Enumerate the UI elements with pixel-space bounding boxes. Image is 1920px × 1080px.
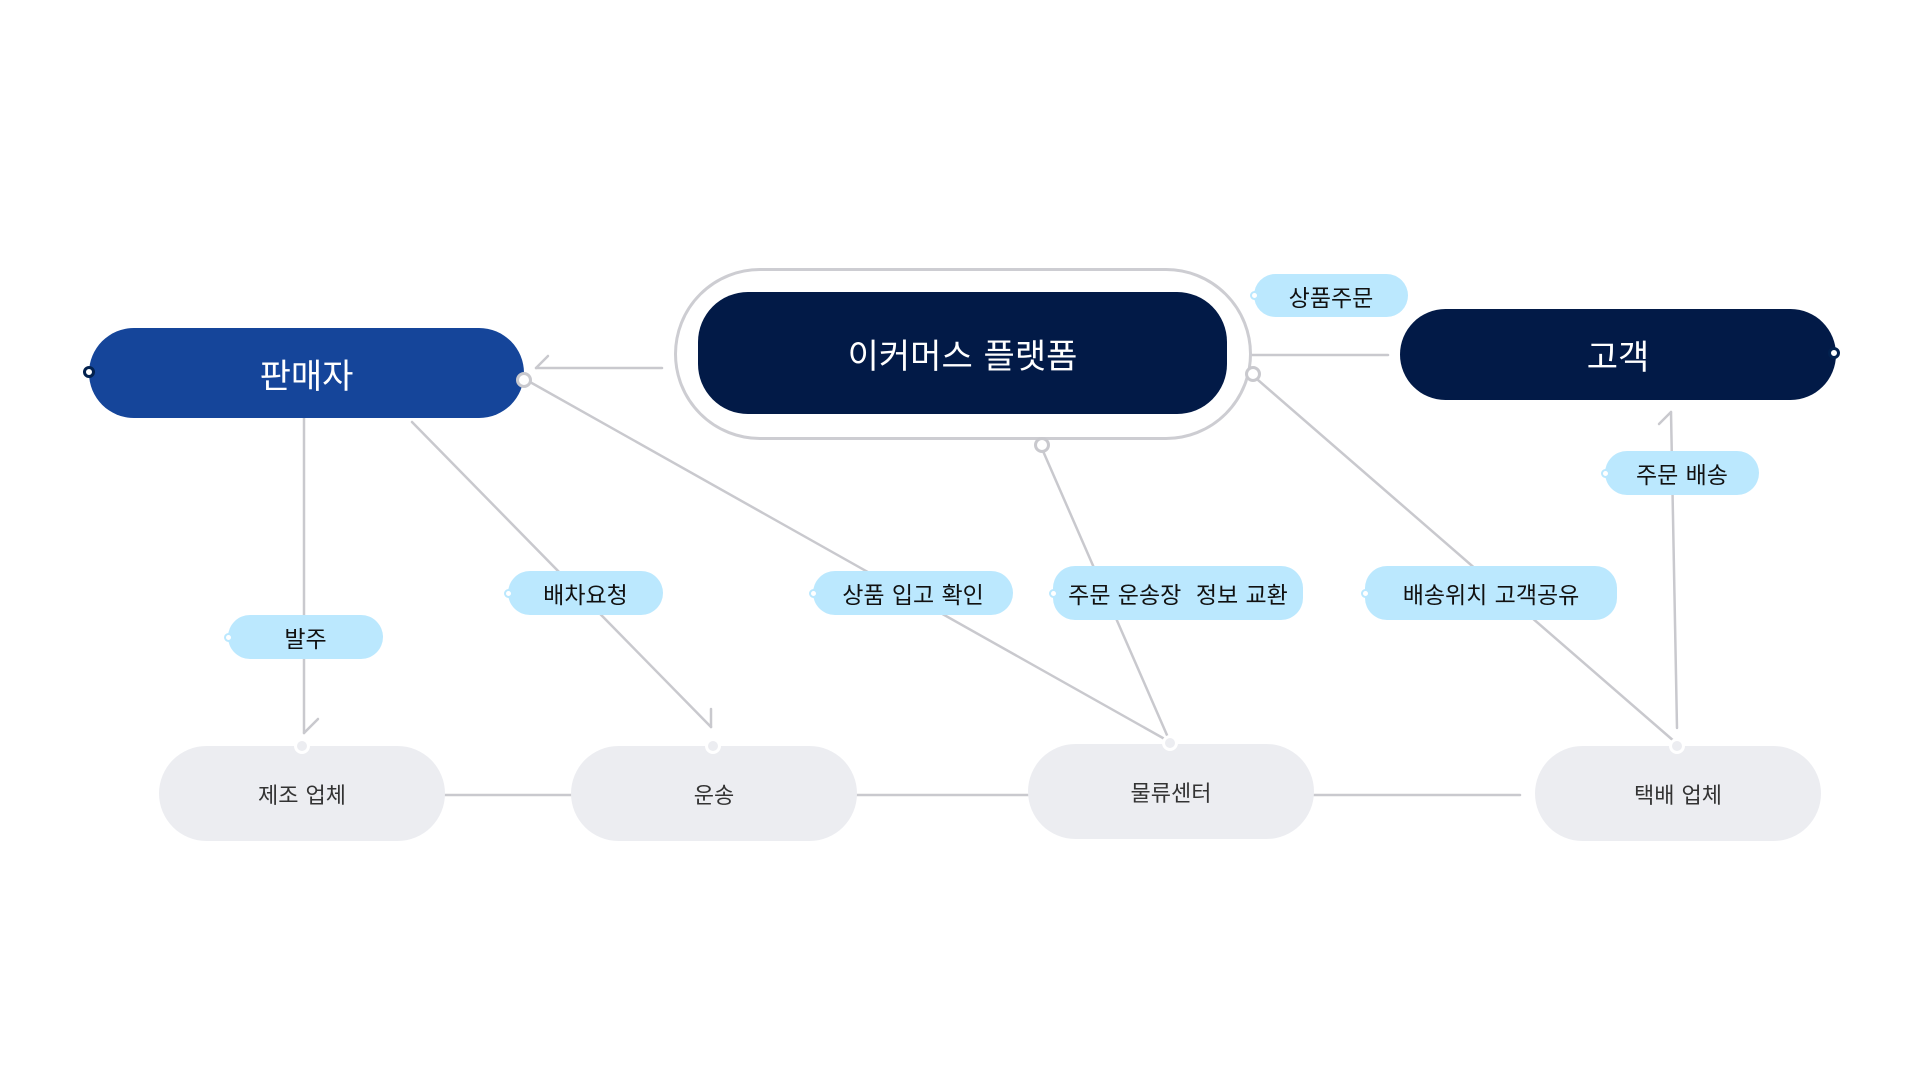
customer-connector-right[interactable] — [1828, 347, 1840, 359]
arrowhead-manufacturer — [302, 717, 320, 735]
edge-label-dispatch-request[interactable]: 배차요청 — [508, 571, 663, 615]
transport-node-label: 운송 — [693, 783, 735, 809]
manufacturer-node[interactable]: 제조 업체 — [159, 746, 445, 841]
seller-node-label: 판매자 — [259, 356, 354, 397]
edge-label-location-share-handle[interactable] — [1361, 589, 1370, 598]
edge-label-text: 주문 배송 — [1636, 463, 1728, 489]
seller-connector-right[interactable] — [516, 372, 532, 388]
seller-node[interactable]: 판매자 — [89, 328, 524, 418]
transport-node[interactable]: 운송 — [571, 746, 857, 841]
edge-label-waybill-exchange[interactable]: 주문 운송장 정보 교환 — [1053, 566, 1303, 620]
edge-label-text: 발주 — [284, 627, 327, 653]
arrowhead-customer — [1657, 410, 1673, 426]
edge-label-waybill-exchange-handle[interactable] — [1049, 589, 1058, 598]
edge-label-text: 배송위치 고객공유 — [1402, 583, 1580, 609]
edge-label-dispatch-request-handle[interactable] — [504, 589, 513, 598]
edge-label-purchase-order-handle[interactable] — [224, 633, 233, 642]
platform-node-label: 이커머스 플랫폼 — [847, 336, 1078, 377]
edge-label-receipt-check[interactable]: 상품 입고 확인 — [813, 571, 1013, 615]
logistics-center-connector-top[interactable] — [1162, 735, 1178, 751]
platform-connector-bottom[interactable] — [1034, 437, 1050, 453]
edge-label-text: 주문 운송장 정보 교환 — [1068, 583, 1288, 609]
edge-label-text: 상품주문 — [1288, 285, 1374, 312]
edge-label-order-delivery[interactable]: 주문 배송 — [1605, 451, 1759, 495]
customer-node[interactable]: 고객 — [1400, 309, 1836, 400]
logistics-center-node[interactable]: 물류센터 — [1028, 744, 1314, 839]
edge-seller-logistics — [528, 380, 1172, 744]
edge-label-text: 상품 입고 확인 — [842, 583, 984, 609]
customer-node-label: 고객 — [1586, 338, 1650, 378]
courier-connector-top[interactable] — [1669, 738, 1685, 754]
logistics-center-node-label: 물류센터 — [1130, 781, 1212, 807]
arrowhead-seller — [534, 354, 550, 370]
courier-node-label: 택배 업체 — [1634, 783, 1722, 809]
platform-connector-right[interactable] — [1245, 366, 1261, 382]
transport-connector-top[interactable] — [705, 738, 721, 754]
edge-platform-courier — [1256, 378, 1677, 744]
seller-connector-left[interactable] — [83, 366, 95, 378]
edge-label-location-share[interactable]: 배송위치 고객공유 — [1365, 566, 1617, 620]
manufacturer-connector-top[interactable] — [294, 738, 310, 754]
platform-node[interactable]: 이커머스 플랫폼 — [698, 292, 1227, 414]
courier-node[interactable]: 택배 업체 — [1535, 746, 1821, 841]
manufacturer-node-label: 제조 업체 — [258, 783, 346, 809]
edge-label-product-order[interactable]: 상품주문 — [1254, 274, 1408, 317]
edge-label-receipt-check-handle[interactable] — [809, 589, 818, 598]
edge-label-purchase-order[interactable]: 발주 — [228, 615, 383, 659]
edge-label-text: 배차요청 — [543, 583, 628, 609]
edge-label-product-order-handle[interactable] — [1250, 291, 1259, 300]
edge-label-order-delivery-handle[interactable] — [1601, 469, 1610, 478]
